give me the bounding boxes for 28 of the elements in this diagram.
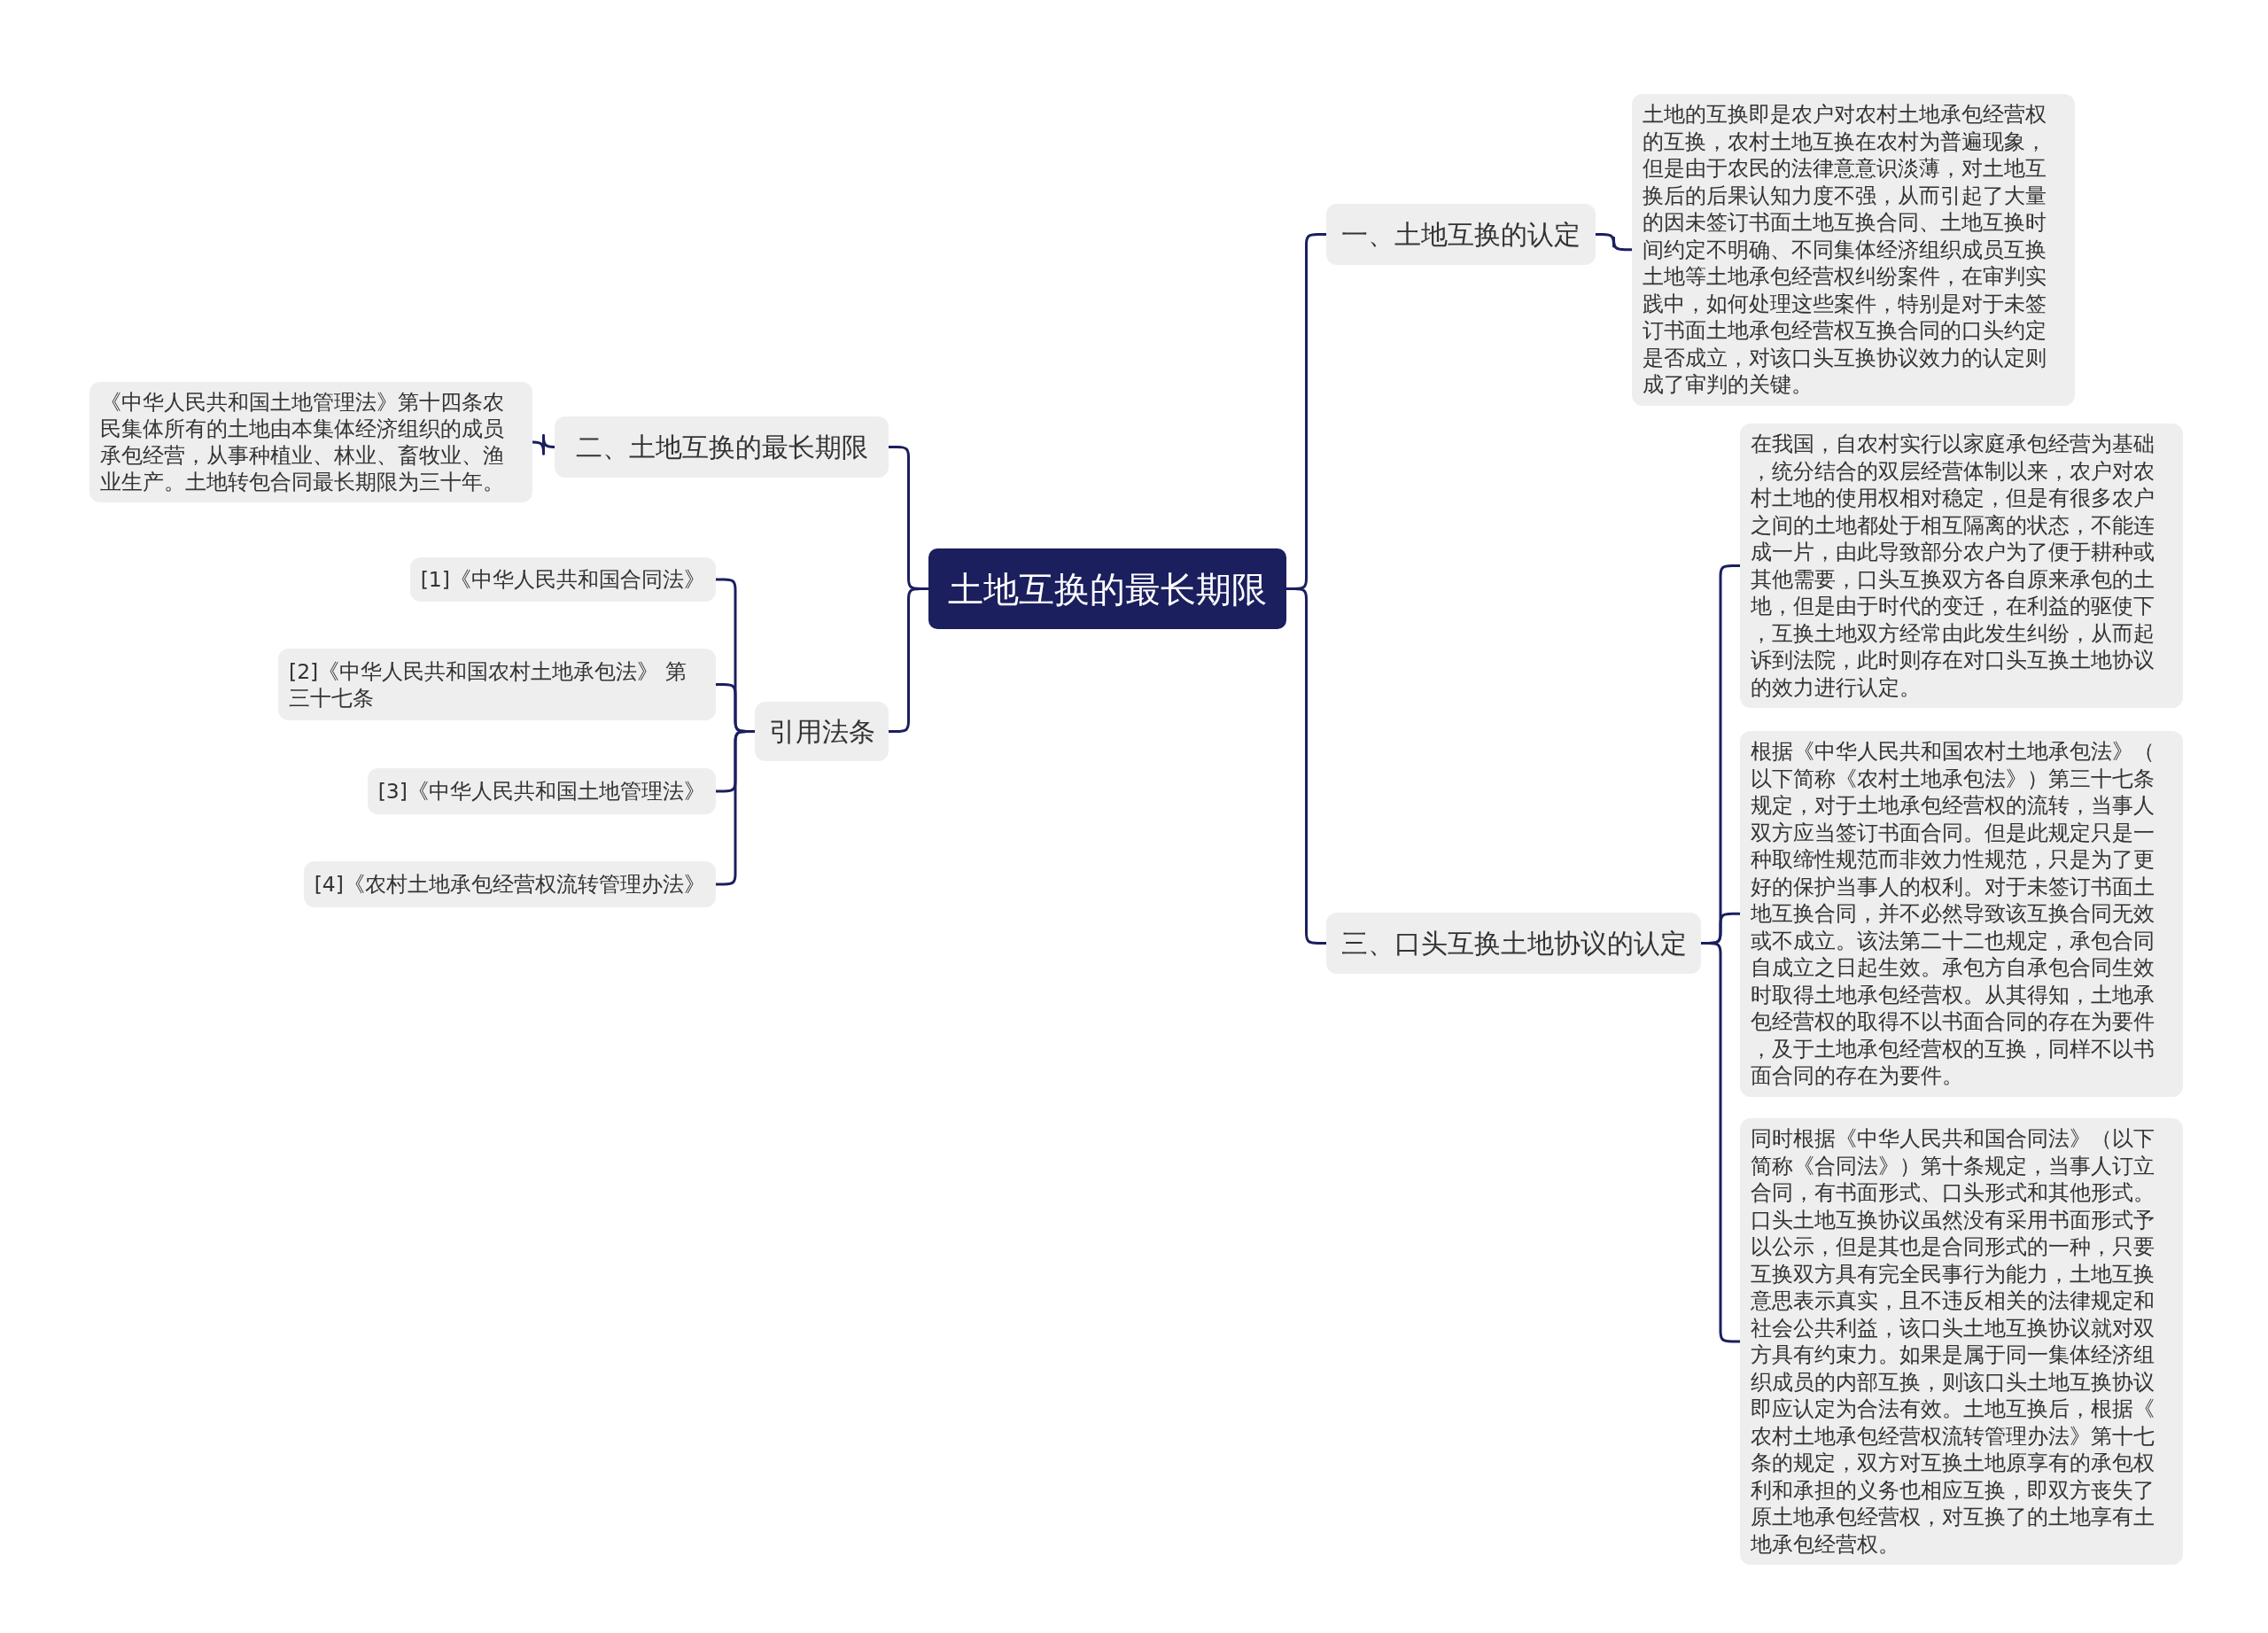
topic-text: 三、口头互换土地协议的认定 — [1340, 927, 1687, 960]
topic-text: 一、土地互换的认定 — [1341, 218, 1581, 251]
connector-line — [888, 587, 929, 733]
note-text: 同时根据《中华人民共和国合同法》（以下简称《合同法》）第十条规定，当事人订立合同，有书面形式、口头形式和其他形式。口头土地互换协议虽然没有采用书面形式予以公示，但是其也是合同形式的一种，只要互换双方具有完全民事行为能力，土地互换意思表示真实，且不违反相关的法律规定和社会公共利益，该口头土地互换协议就对双方具有约束力。如果是属于同一集体经济组织成员的内部互换，则该口头土地互换协议即应认定为合法有效。土地互换后，根据《农村土地承包经营权流转管理办法》第十七条的规定，双方对互换土地原享有的承包权利和承担的义务也相应互换，即双方丧失了原土地承包经营权，对互换了的土地享有土地承包经营权。 — [1751, 1125, 2155, 1558]
topic-box — [1326, 913, 1701, 974]
reference-text: [1]《中华人民共和国合同法》 — [420, 566, 705, 593]
topic-box — [555, 416, 889, 478]
note-text: 在我国，自农村实行以家庭承包经营为基础，统分结合的双层经营体制以来，农户对农村土地的使用权相对稳定，但是有很多农户之间的土地都处于相互隔离的状态，不能连成一片，由此导致部分农户为了便于耕种或其他需要，口头互换双方各自原来承包的土地，但是由于时代的变迁，在利益的驱使下，互换土地双方经常由此发生纠纷，从而起诉到法院，此时则存在对口头互换土地协议的效力进行认定。 — [1751, 431, 2155, 701]
topic-text: 引用法条 — [768, 715, 875, 748]
note-text: 土地的互换即是农户对农村土地承包经营权的互换，农村土地互换在农村为普遍现象，但是由于农民的法律意意识淡薄，对土地互换后的后果认知力度不强，从而引起了大量的因未签订书面土地互换合同、土地互换时间约定不明确、不同集体经济组织成员互换土地等土地承包经营权纠纷案件，在审判实践中，如何处理这些案件，特别是对于未签订书面土地承包经营权互换合同的口头约定是否成立，对该口头互换协议效力的认定则成了审判的关键。 — [1643, 101, 2047, 399]
reference-box — [303, 861, 716, 907]
note-text: 根据《中华人民共和国农村土地承包法》（以下简称《农村土地承包法》）第三十七条规定，对于土地承包经营权的流转，当事人双方应当签订书面合同。但是此规定只是一种取缔性规范而非效力性规范，只是为了更好的保护当事人的权利。对于未签订书面土地互换合同，并不必然导致该互换合同无效或不成立。该法第二十二也规定，承包合同自成立之日起生效。承包方自承包合同生效时取得土地承包经营权。从其得知，土地承包经营权的取得不以书面合同的存在为要件，及于土地承包经营权的互换，同样不以书面合同的存在为要件。 — [1751, 738, 2155, 1090]
reference-text: [4]《农村土地承包经营权流转管理办法》 — [314, 871, 705, 898]
topic-box — [1326, 204, 1596, 265]
root-topic-text: 土地互换的最长期限 — [948, 567, 1267, 610]
connector-line — [1595, 233, 1633, 252]
connector-line — [531, 435, 556, 455]
reference-text: [3]《中华人民共和国土地管理法》 — [377, 778, 705, 805]
root-topic-box — [928, 548, 1286, 629]
note-box — [89, 382, 532, 502]
note-text: 《中华人民共和国土地管理法》第十四条农民集体所有的土地由本集体经济组织的成员承包经营，从事种植业、林业、畜牧业、渔业生产。土地转包合同最长期限为三十年。 — [100, 389, 505, 495]
connector-line — [715, 730, 756, 886]
reference-box — [278, 649, 716, 720]
topic-box — [755, 702, 889, 761]
reference-box — [367, 768, 716, 814]
reference-text: [2]《中华人民共和国农村土地承包法》 第三十七条 — [289, 657, 687, 712]
topic-text: 二、土地互换的最长期限 — [575, 431, 868, 463]
reference-box — [409, 557, 716, 602]
